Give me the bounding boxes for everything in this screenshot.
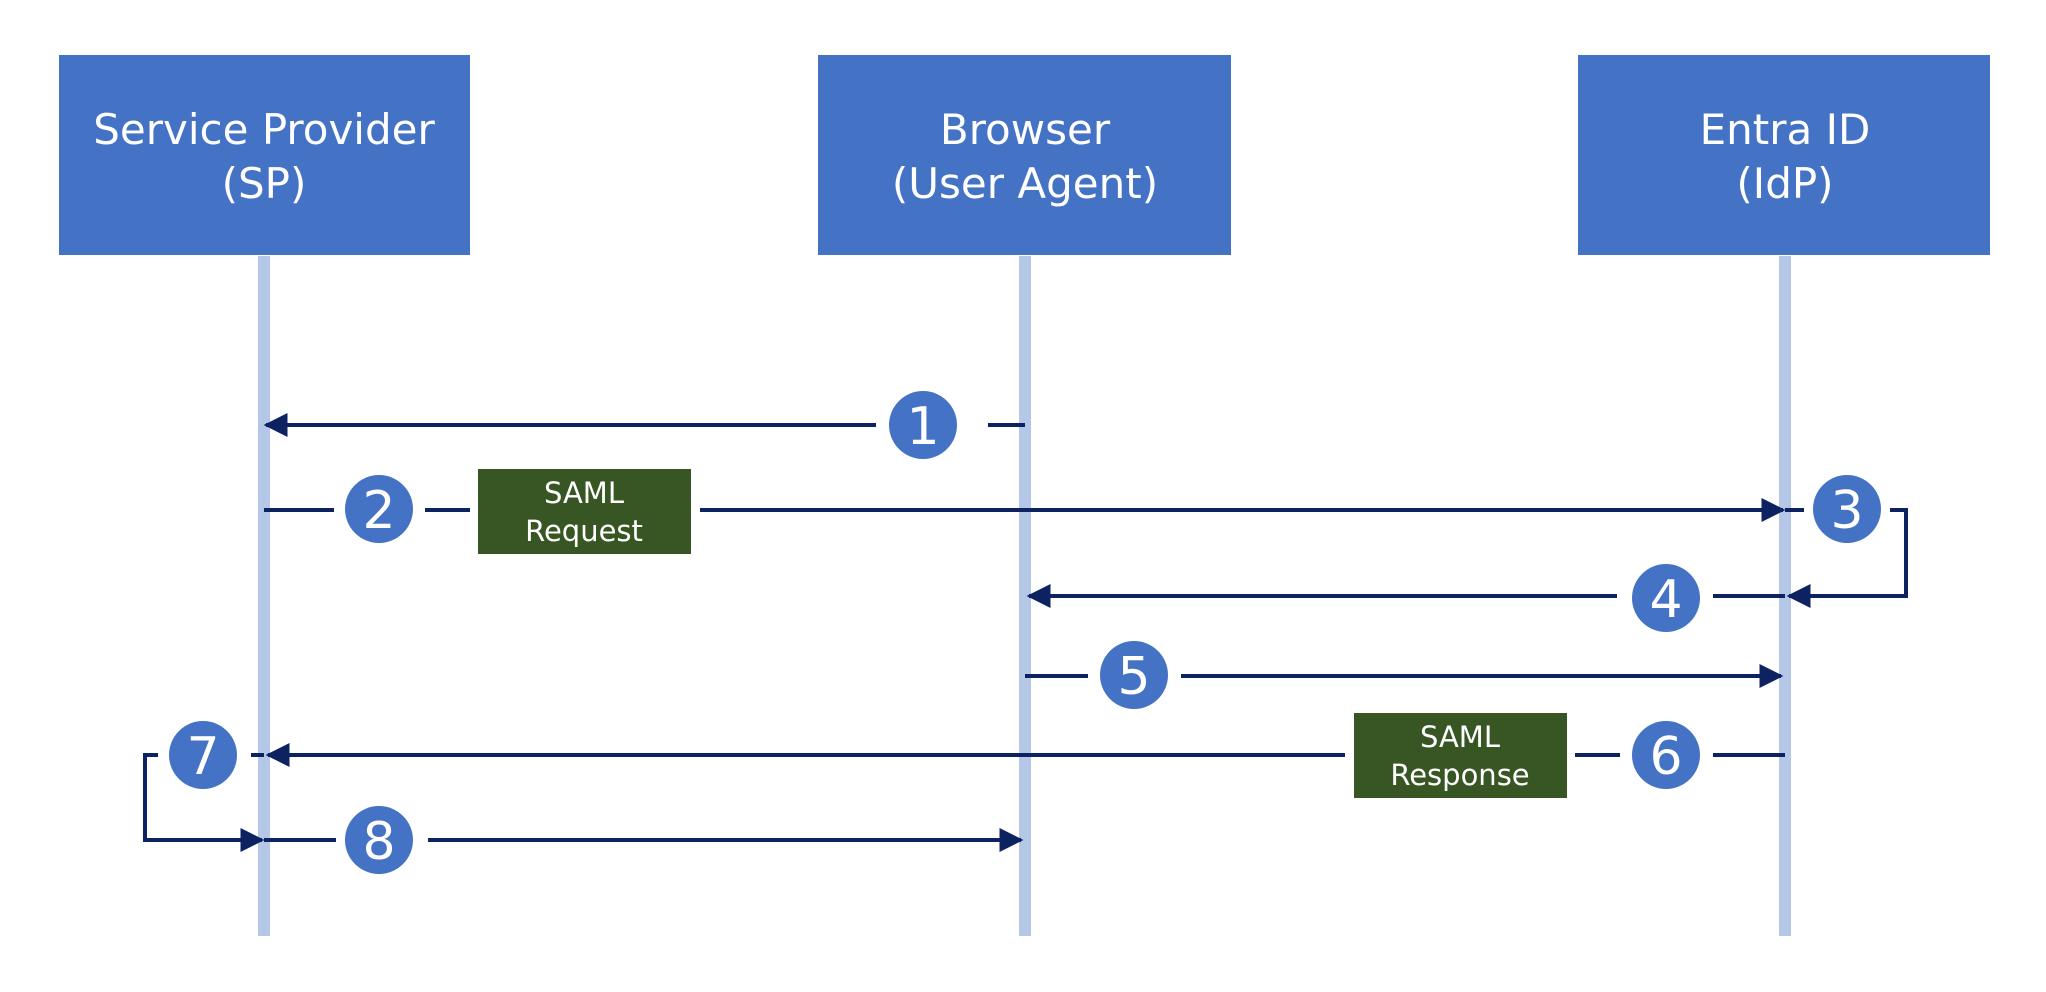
step-number-7: 7 — [186, 727, 219, 787]
saml-request-box: SAML Request — [478, 469, 691, 554]
step-number-4: 4 — [1649, 570, 1682, 630]
step-number-6: 6 — [1649, 727, 1682, 787]
saml-request-label-line1: SAML — [544, 476, 624, 510]
step-badge-2: 2 — [345, 475, 413, 543]
actor-sp-abbr: (SP) — [222, 159, 307, 208]
step-number-3: 3 — [1830, 481, 1863, 541]
step-badge-7: 7 — [169, 721, 237, 789]
step-number-1: 1 — [906, 397, 939, 457]
saml-response-label-line1: SAML — [1420, 720, 1500, 754]
actor-idp-name: Entra ID — [1700, 105, 1871, 154]
actor-sp-name: Service Provider — [93, 105, 435, 154]
lifeline-sp — [258, 256, 270, 936]
actor-browser: Browser (User Agent) — [818, 55, 1231, 255]
message-3 — [1785, 508, 1908, 608]
step-number-8: 8 — [362, 812, 395, 872]
actor-idp-abbr: (IdP) — [1736, 159, 1833, 208]
message-7 — [143, 753, 265, 852]
actor-browser-name: Browser — [940, 105, 1111, 154]
step-badge-4: 4 — [1632, 564, 1700, 632]
step-badge-3: 3 — [1813, 475, 1881, 543]
actor-sp: Service Provider (SP) — [59, 55, 470, 255]
step-number-5: 5 — [1117, 647, 1150, 707]
saml-response-label-line2: Response — [1390, 758, 1529, 792]
step-number-2: 2 — [362, 481, 395, 541]
saml-request-label-line2: Request — [525, 514, 643, 548]
actor-browser-abbr: (User Agent) — [892, 159, 1158, 208]
actor-idp: Entra ID (IdP) — [1578, 55, 1990, 255]
step-badge-8: 8 — [345, 806, 413, 874]
step-badge-6: 6 — [1632, 721, 1700, 789]
step-badge-1: 1 — [889, 391, 957, 459]
step-badge-5: 5 — [1100, 641, 1168, 709]
saml-response-box: SAML Response — [1354, 713, 1567, 798]
